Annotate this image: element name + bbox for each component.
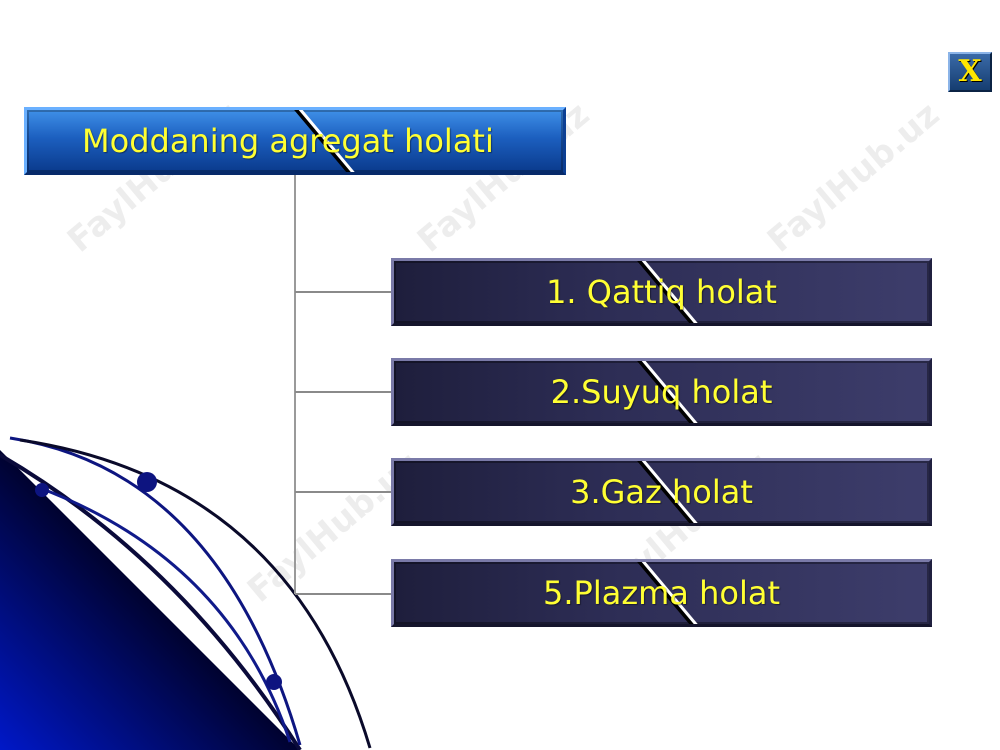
state-box-gas: 3.Gaz holat [391, 458, 932, 526]
state-label: 5.Plazma holat [543, 574, 780, 612]
close-button[interactable]: X [948, 52, 992, 92]
state-label: 2.Suyuq holat [550, 373, 773, 411]
state-label: 1. Qattiq holat [546, 273, 777, 311]
state-label: 3.Gaz holat [570, 473, 753, 511]
close-icon: X [958, 54, 982, 89]
state-box-liquid: 2.Suyuq holat [391, 358, 932, 426]
title-box: Moddaning agregat holati [24, 107, 566, 175]
state-box-plasma: 5.Plazma holat [391, 559, 932, 627]
title-label: Moddaning agregat holati [82, 122, 494, 160]
state-box-solid: 1. Qattiq holat [391, 258, 932, 326]
